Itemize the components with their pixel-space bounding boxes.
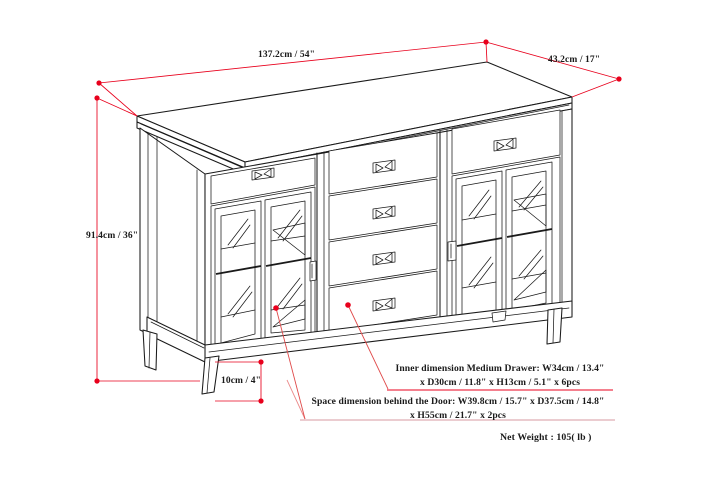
leg-clearance-label: 10cm / 4" <box>221 376 261 386</box>
center-drawer-2[interactable] <box>328 178 438 241</box>
right-top-drawer[interactable] <box>451 109 561 175</box>
drawer-inner-dimension-note: Inner dimension Medium Drawer: W34cm / 1… <box>395 363 605 388</box>
center-drawer-4[interactable] <box>328 270 438 333</box>
drawer-pull-icon[interactable] <box>493 137 517 152</box>
right-door-outer[interactable] <box>447 170 503 327</box>
door-space-dimension-note: Space dimension behind the Door: W39.8cm… <box>311 396 605 421</box>
dimension-lines <box>94 39 622 404</box>
left-door-outer[interactable] <box>214 200 262 353</box>
depth-dimension <box>485 41 622 98</box>
center-drawer-1[interactable] <box>328 132 438 195</box>
door-handle-icon[interactable] <box>447 240 457 262</box>
depth-dimension-label: 43.2cm / 17" <box>548 55 601 65</box>
center-drawer-stack <box>328 132 438 333</box>
center-drawer-3[interactable] <box>328 224 438 287</box>
drawer-pull-icon[interactable] <box>372 251 396 266</box>
height-dimension <box>94 95 200 384</box>
cabinet-left-side <box>139 127 206 361</box>
left-top-drawer[interactable] <box>210 157 316 205</box>
left-door-inner[interactable] <box>264 191 317 341</box>
drawer-pull-icon[interactable] <box>372 205 396 220</box>
width-dimension-label: 137.2cm / 54" <box>258 50 315 60</box>
drawer-pull-icon[interactable] <box>372 297 396 312</box>
leg-dimension <box>215 359 264 404</box>
drawer-pull-icon[interactable] <box>251 167 275 181</box>
drawer-pull-icon[interactable] <box>372 159 396 174</box>
left-section <box>210 157 317 359</box>
leader-lines <box>273 302 615 421</box>
height-dimension-label: 91.4cm / 36" <box>86 231 139 241</box>
door-handle-icon[interactable] <box>309 260 317 282</box>
net-weight-label: Net Weight : 105( lb ) <box>500 432 592 443</box>
right-door-inner[interactable] <box>505 161 553 318</box>
right-section <box>447 109 561 331</box>
base-and-legs <box>142 300 573 395</box>
